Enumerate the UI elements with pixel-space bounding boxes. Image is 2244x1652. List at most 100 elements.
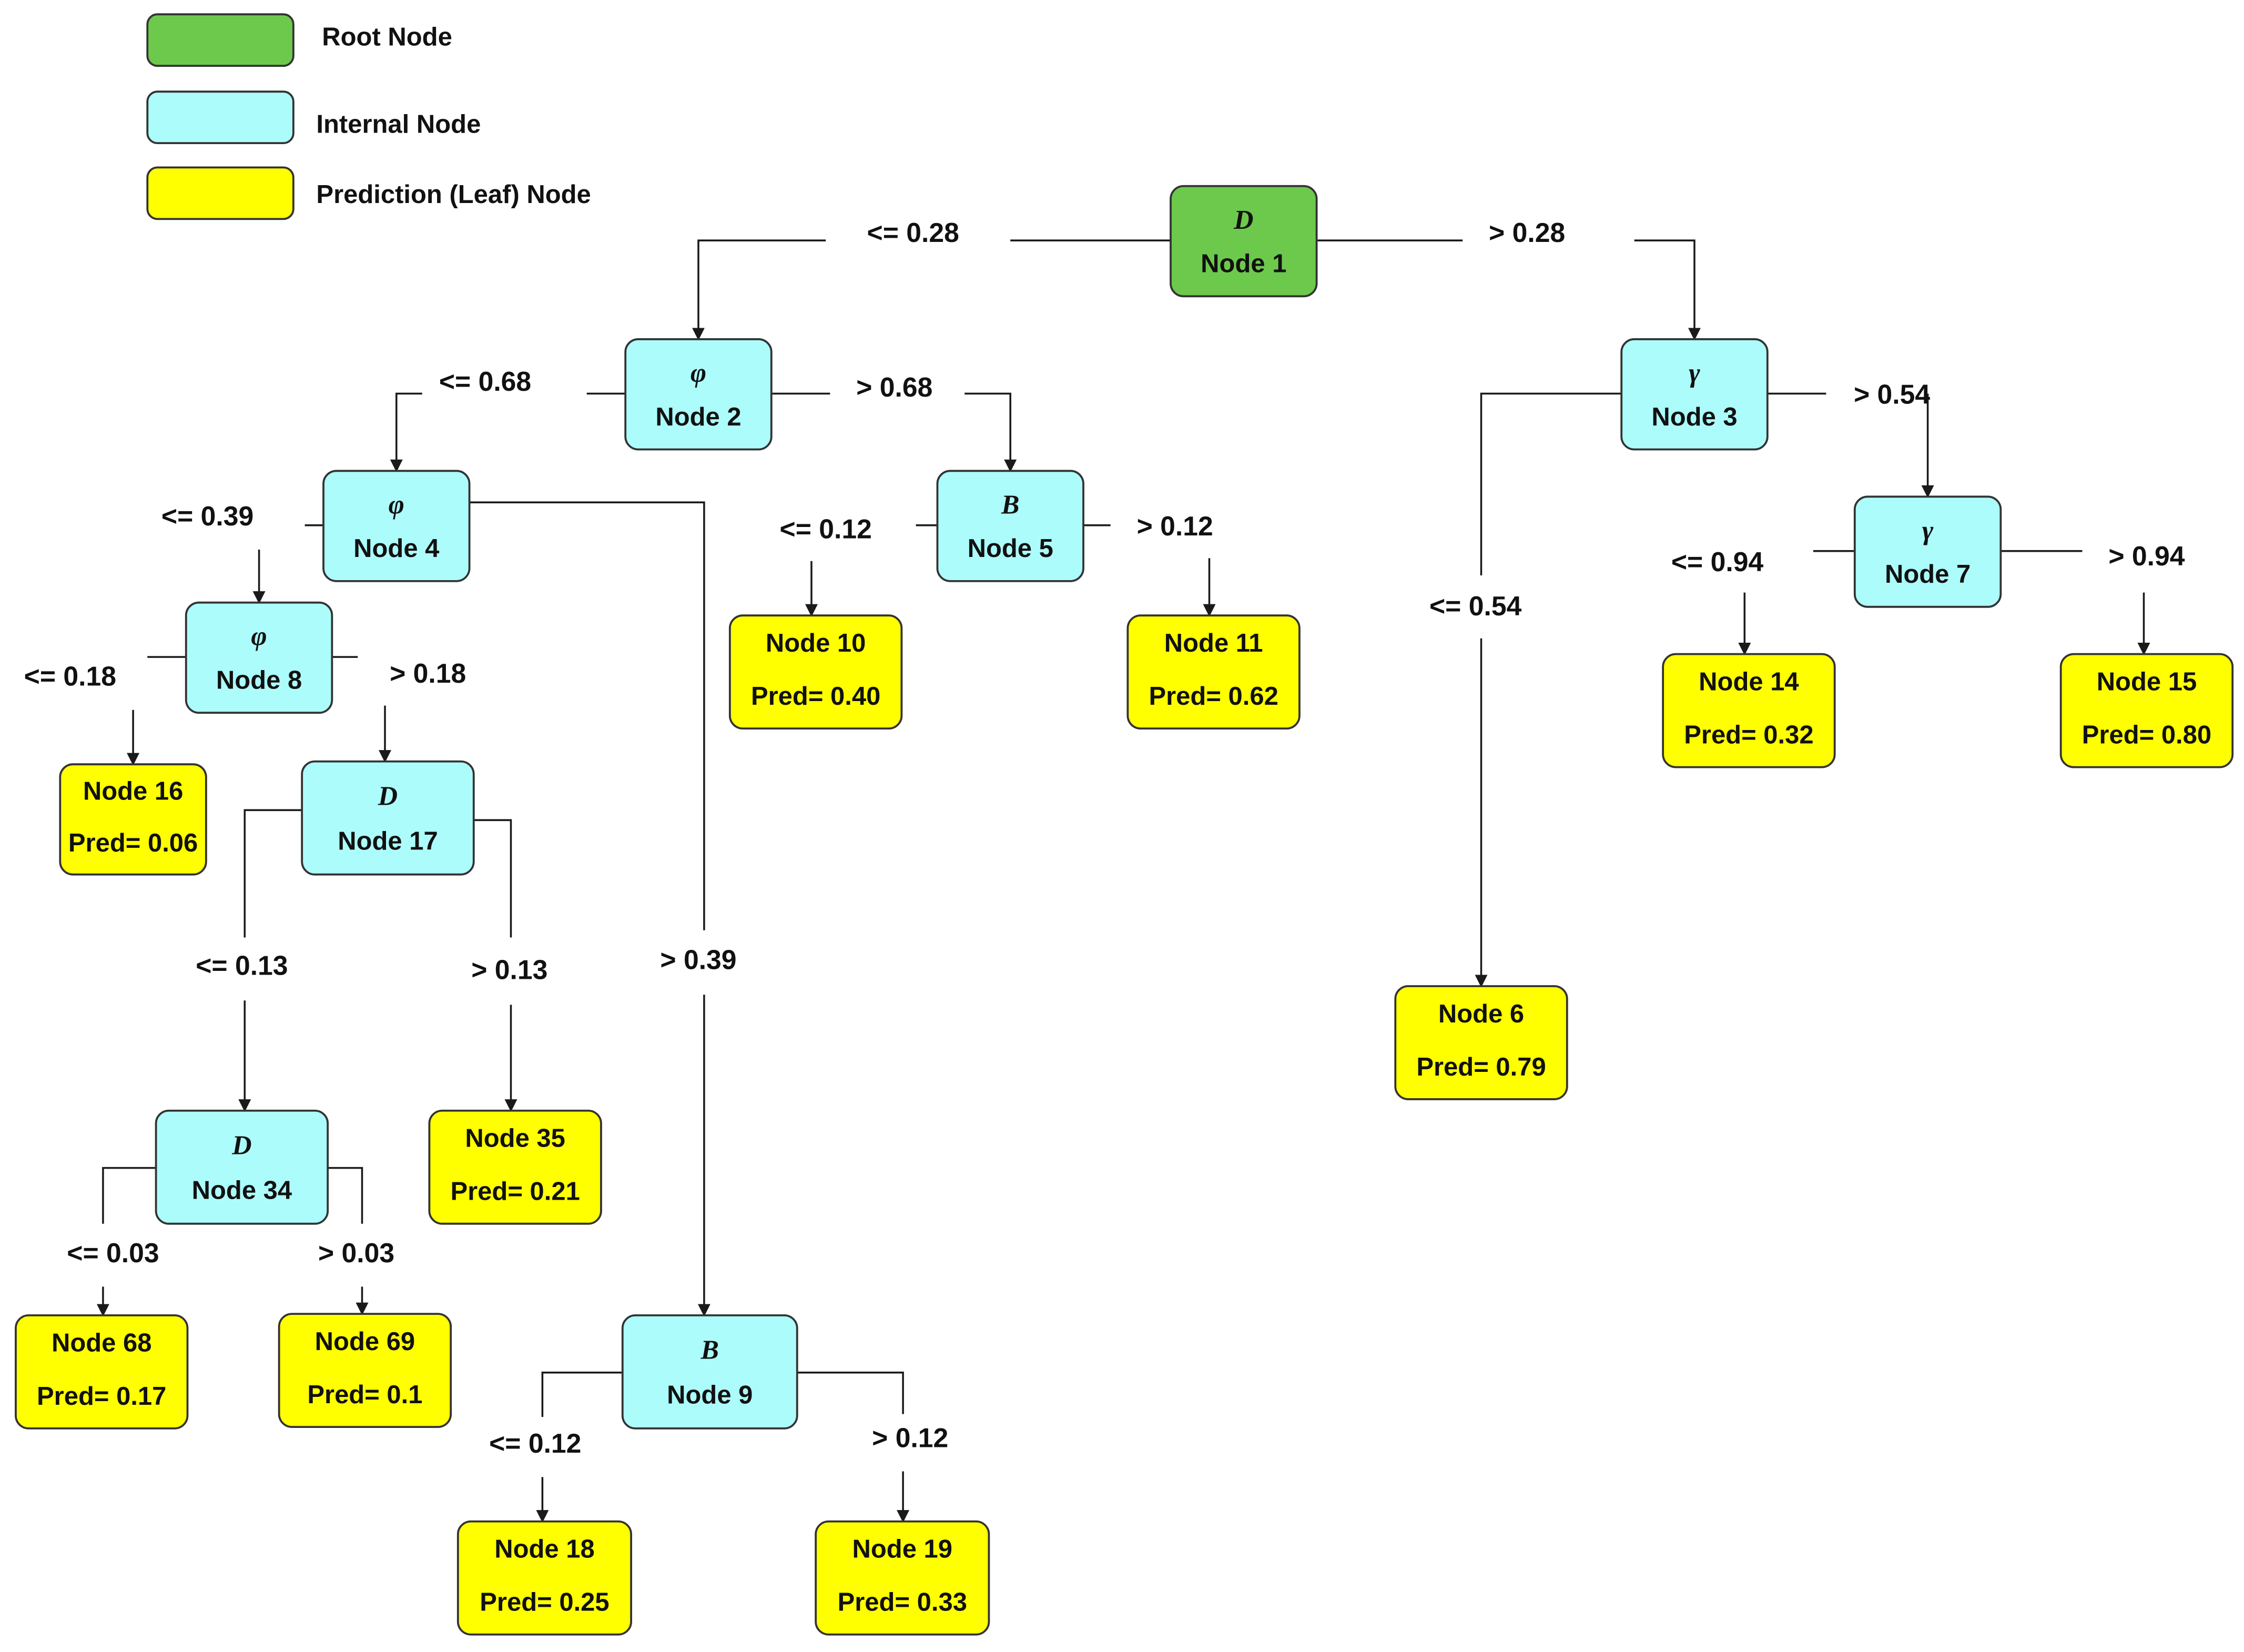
edge-label: <= 0.18 xyxy=(24,661,116,692)
tree-node-n17: D Node 17 xyxy=(301,760,475,876)
edge-label: > 0.12 xyxy=(872,1422,948,1453)
edge-connector xyxy=(469,501,705,930)
internal-node-box xyxy=(301,760,475,876)
node-label: Node 1 xyxy=(1201,250,1286,278)
edge-label: > 0.03 xyxy=(318,1238,394,1268)
node-prediction: Pred= 0.79 xyxy=(1416,1053,1546,1081)
legend-label-internal: Internal Node xyxy=(316,110,481,138)
tree-node-n68: Node 68 Pred= 0.17 xyxy=(15,1314,189,1430)
leaf-node-box xyxy=(815,1520,990,1636)
node-label: Node 10 xyxy=(766,629,866,657)
node-prediction: Pred= 0.21 xyxy=(450,1178,580,1206)
leaf-node-box xyxy=(456,1520,632,1636)
edge-n7-n14: <= 0.94 xyxy=(1671,546,1855,655)
root-node-box xyxy=(1170,185,1318,298)
edge-arrow xyxy=(390,392,422,472)
tree-node-n18: Node 18 Pred= 0.25 xyxy=(456,1520,632,1636)
node-label: Node 68 xyxy=(52,1329,152,1357)
edge-connector xyxy=(541,1371,623,1417)
internal-node-box xyxy=(1620,338,1769,451)
edge-label: > 0.68 xyxy=(856,372,932,402)
edge-connector xyxy=(1480,392,1622,575)
split-variable: φ xyxy=(389,490,404,520)
edge-n7-n15: > 0.94 xyxy=(2001,541,2185,655)
edge-label: > 0.18 xyxy=(390,658,466,688)
edge-connector xyxy=(797,1371,904,1414)
node-label: Node 9 xyxy=(667,1381,753,1410)
legend-swatch-root xyxy=(146,13,295,67)
edge-label: <= 0.94 xyxy=(1671,546,1764,577)
edge-n2-n5: > 0.68 xyxy=(771,372,1017,472)
node-label: Node 19 xyxy=(852,1535,953,1564)
edge-label: > 0.28 xyxy=(1489,217,1565,248)
node-label: Node 18 xyxy=(494,1535,595,1564)
split-variable: γ xyxy=(1689,358,1700,388)
internal-node-box xyxy=(624,338,773,451)
split-variable: D xyxy=(378,782,398,812)
edges: <= 0.28> 0.28<= 0.68> 0.68<= 0.54> 0.54<… xyxy=(24,217,2185,1523)
node-prediction: Pred= 0.25 xyxy=(480,1588,609,1617)
tree-node-n6: Node 6 Pred= 0.79 xyxy=(1394,985,1568,1100)
edge-n4-n8: <= 0.39 xyxy=(161,501,323,604)
node-label: Node 17 xyxy=(338,827,438,855)
node-label: Node 15 xyxy=(2097,667,2197,696)
edge-n17-n35: > 0.13 xyxy=(471,819,547,1112)
internal-node-box xyxy=(621,1314,798,1430)
edge-label: > 0.94 xyxy=(2108,541,2185,571)
node-prediction: Pred= 0.80 xyxy=(2082,721,2211,749)
edge-label: <= 0.68 xyxy=(439,366,531,397)
edge-label: <= 0.12 xyxy=(780,513,872,544)
edge-label: > 0.12 xyxy=(1137,511,1213,541)
edge-n2-n4: <= 0.68 xyxy=(390,366,626,472)
leaf-node-box xyxy=(15,1314,189,1430)
edge-connector xyxy=(328,1167,363,1224)
node-label: Node 7 xyxy=(1885,560,1971,589)
edge-label: <= 0.13 xyxy=(196,950,288,980)
legend-item-leaf: Prediction (Leaf) Node xyxy=(146,166,591,220)
leaf-node-box xyxy=(2059,653,2234,768)
internal-node-box xyxy=(322,470,471,582)
split-variable: γ xyxy=(1922,515,1934,545)
node-prediction: Pred= 0.06 xyxy=(68,829,198,857)
edge-label: > 0.54 xyxy=(1854,379,1930,409)
legend-swatch-internal xyxy=(146,90,295,145)
legend-item-root: Root Node xyxy=(146,13,452,67)
edge-arrow xyxy=(692,239,826,341)
node-prediction: Pred= 0.1 xyxy=(307,1381,422,1409)
legend-label-root: Root Node xyxy=(322,23,452,51)
leaf-node-box xyxy=(1126,614,1301,730)
edge-n9-n19: > 0.12 xyxy=(797,1371,948,1523)
internal-node-box xyxy=(1853,495,2002,608)
edge-n17-n34: <= 0.13 xyxy=(196,809,302,1112)
node-label: Node 3 xyxy=(1651,403,1737,431)
node-prediction: Pred= 0.17 xyxy=(37,1382,166,1411)
edge-connector xyxy=(473,819,512,938)
edge-label: > 0.39 xyxy=(660,944,736,975)
edge-n34-n68: <= 0.03 xyxy=(67,1167,159,1317)
tree-node-n15: Node 15 Pred= 0.80 xyxy=(2059,653,2234,768)
node-label: Node 5 xyxy=(968,534,1053,563)
node-label: Node 11 xyxy=(1164,629,1263,657)
node-label: Node 34 xyxy=(192,1176,292,1204)
split-variable: φ xyxy=(251,622,267,652)
edge-arrow xyxy=(964,392,1017,472)
node-label: Node 6 xyxy=(1438,1000,1524,1028)
internal-node-box xyxy=(936,470,1084,582)
node-label: Node 2 xyxy=(655,403,741,431)
edge-label: <= 0.03 xyxy=(67,1238,159,1268)
node-prediction: Pred= 0.32 xyxy=(1684,721,1813,749)
edge-n9-n18: <= 0.12 xyxy=(489,1371,623,1523)
edge-label: <= 0.39 xyxy=(161,501,253,531)
